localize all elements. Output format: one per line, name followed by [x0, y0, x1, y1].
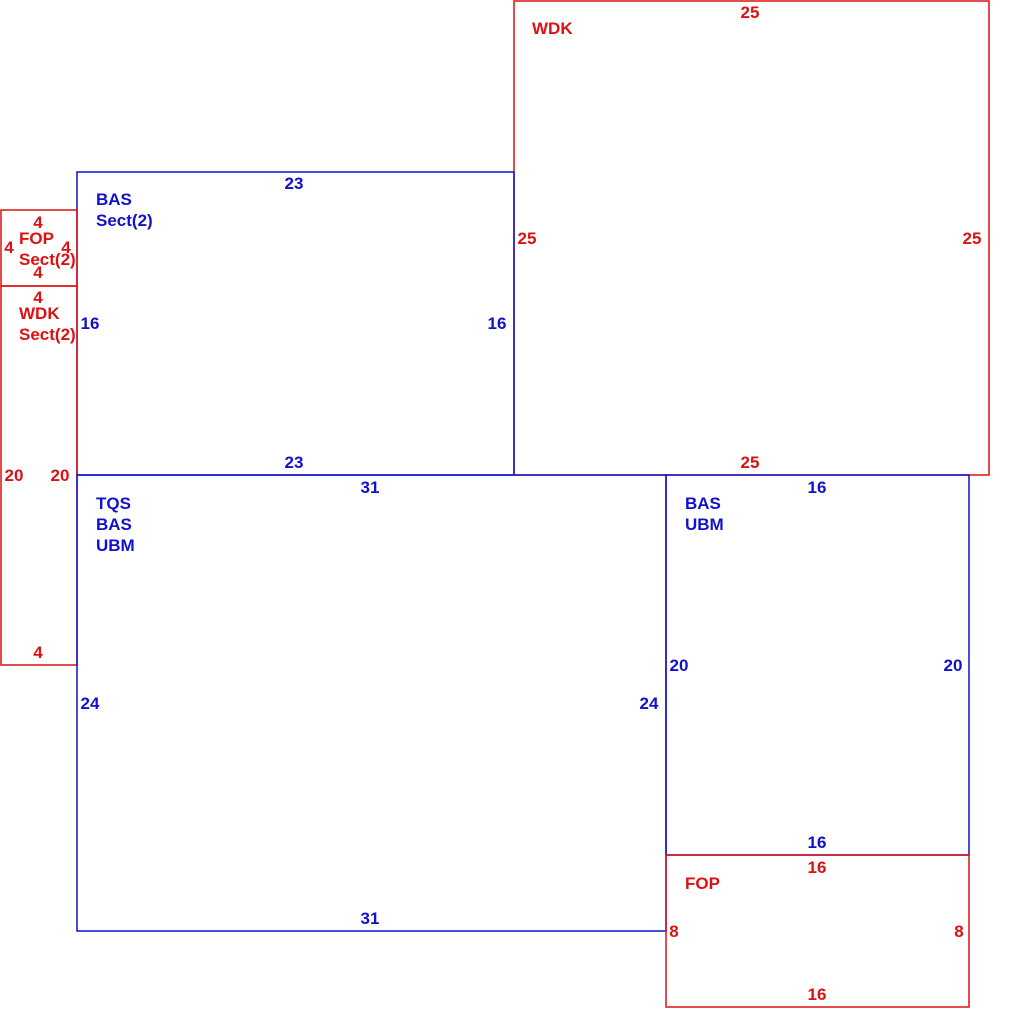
room-wdk-large-name-1: WDK: [532, 19, 573, 38]
room-tqs-bas-ubm-name-2: BAS: [96, 515, 132, 534]
room-fop: FOP 16 16 8 8: [665, 854, 970, 1008]
room-wdk-sect-name-1: WDK: [19, 304, 60, 323]
room-fop-sect-name-1: FOP: [19, 229, 54, 248]
room-wdk-large-dim-right: 25: [963, 229, 982, 248]
room-bas-ubm-dim-top: 16: [808, 478, 827, 497]
room-wdk-large-dim-bottom: 25: [741, 453, 760, 472]
room-wdk-sect-dim-top: 4: [33, 288, 43, 307]
room-bas-ubm-dim-right: 20: [944, 656, 963, 675]
room-wdk-sect-dim-bottom: 4: [33, 643, 43, 662]
room-fop-sect-dim-right: 4: [61, 238, 71, 257]
room-bas-sect-name-2: Sect(2): [96, 211, 153, 230]
room-wdk-sect: WDK Sect(2) 4 4 20 20: [0, 285, 78, 666]
room-bas-sect-dim-right: 16: [488, 314, 507, 333]
room-tqs-bas-ubm-dim-left: 24: [81, 694, 100, 713]
room-wdk-large-outline: [513, 0, 990, 476]
room-fop-sect-name-2: Sect(2): [19, 250, 76, 269]
room-wdk-large: WDK 25 25 25 25: [513, 0, 990, 476]
room-bas-ubm-dim-bottom: 16: [808, 833, 827, 852]
room-tqs-bas-ubm: TQS BAS UBM 31 31 24 24: [76, 474, 667, 932]
room-fop-name-1: FOP: [685, 874, 720, 893]
room-wdk-sect-name-2: Sect(2): [19, 325, 76, 344]
room-bas-ubm-dim-left: 20: [670, 656, 689, 675]
room-bas-sect-dim-top: 23: [285, 174, 304, 193]
room-fop-outline: [665, 854, 970, 1008]
room-tqs-bas-ubm-dim-bottom: 31: [361, 909, 380, 928]
room-bas-sect-dim-bottom: 23: [285, 453, 304, 472]
room-tqs-bas-ubm-dim-right: 24: [640, 694, 659, 713]
room-fop-sect-dim-top: 4: [33, 213, 43, 232]
room-bas-sect-dim-left: 16: [81, 314, 100, 333]
room-bas-ubm-name-2: UBM: [685, 515, 724, 534]
room-wdk-sect-dim-left: 20: [5, 466, 24, 485]
room-fop-dim-right: 8: [954, 922, 963, 941]
room-fop-dim-top: 16: [808, 858, 827, 877]
room-tqs-bas-ubm-outline: [76, 474, 667, 932]
room-wdk-large-dim-top: 25: [741, 3, 760, 22]
room-bas-ubm: BAS UBM 16 16 20 20: [665, 474, 970, 856]
room-fop-dim-left: 8: [669, 922, 678, 941]
room-tqs-bas-ubm-name-1: TQS: [96, 494, 131, 513]
room-fop-sect-dim-bottom: 4: [33, 263, 43, 282]
room-bas-sect-name-1: BAS: [96, 190, 132, 209]
room-fop-sect-dim-left: 4: [4, 238, 14, 257]
room-fop-dim-bottom: 16: [808, 985, 827, 1004]
room-tqs-bas-ubm-dim-top: 31: [361, 478, 380, 497]
room-bas-sect: BAS Sect(2) 23 23 16 16: [76, 171, 515, 476]
room-tqs-bas-ubm-name-3: UBM: [96, 536, 135, 555]
room-wdk-sect-dim-right: 20: [51, 466, 70, 485]
room-wdk-large-dim-left: 25: [518, 229, 537, 248]
room-fop-sect: FOP Sect(2) 4 4 4 4: [0, 209, 78, 287]
room-bas-ubm-name-1: BAS: [685, 494, 721, 513]
